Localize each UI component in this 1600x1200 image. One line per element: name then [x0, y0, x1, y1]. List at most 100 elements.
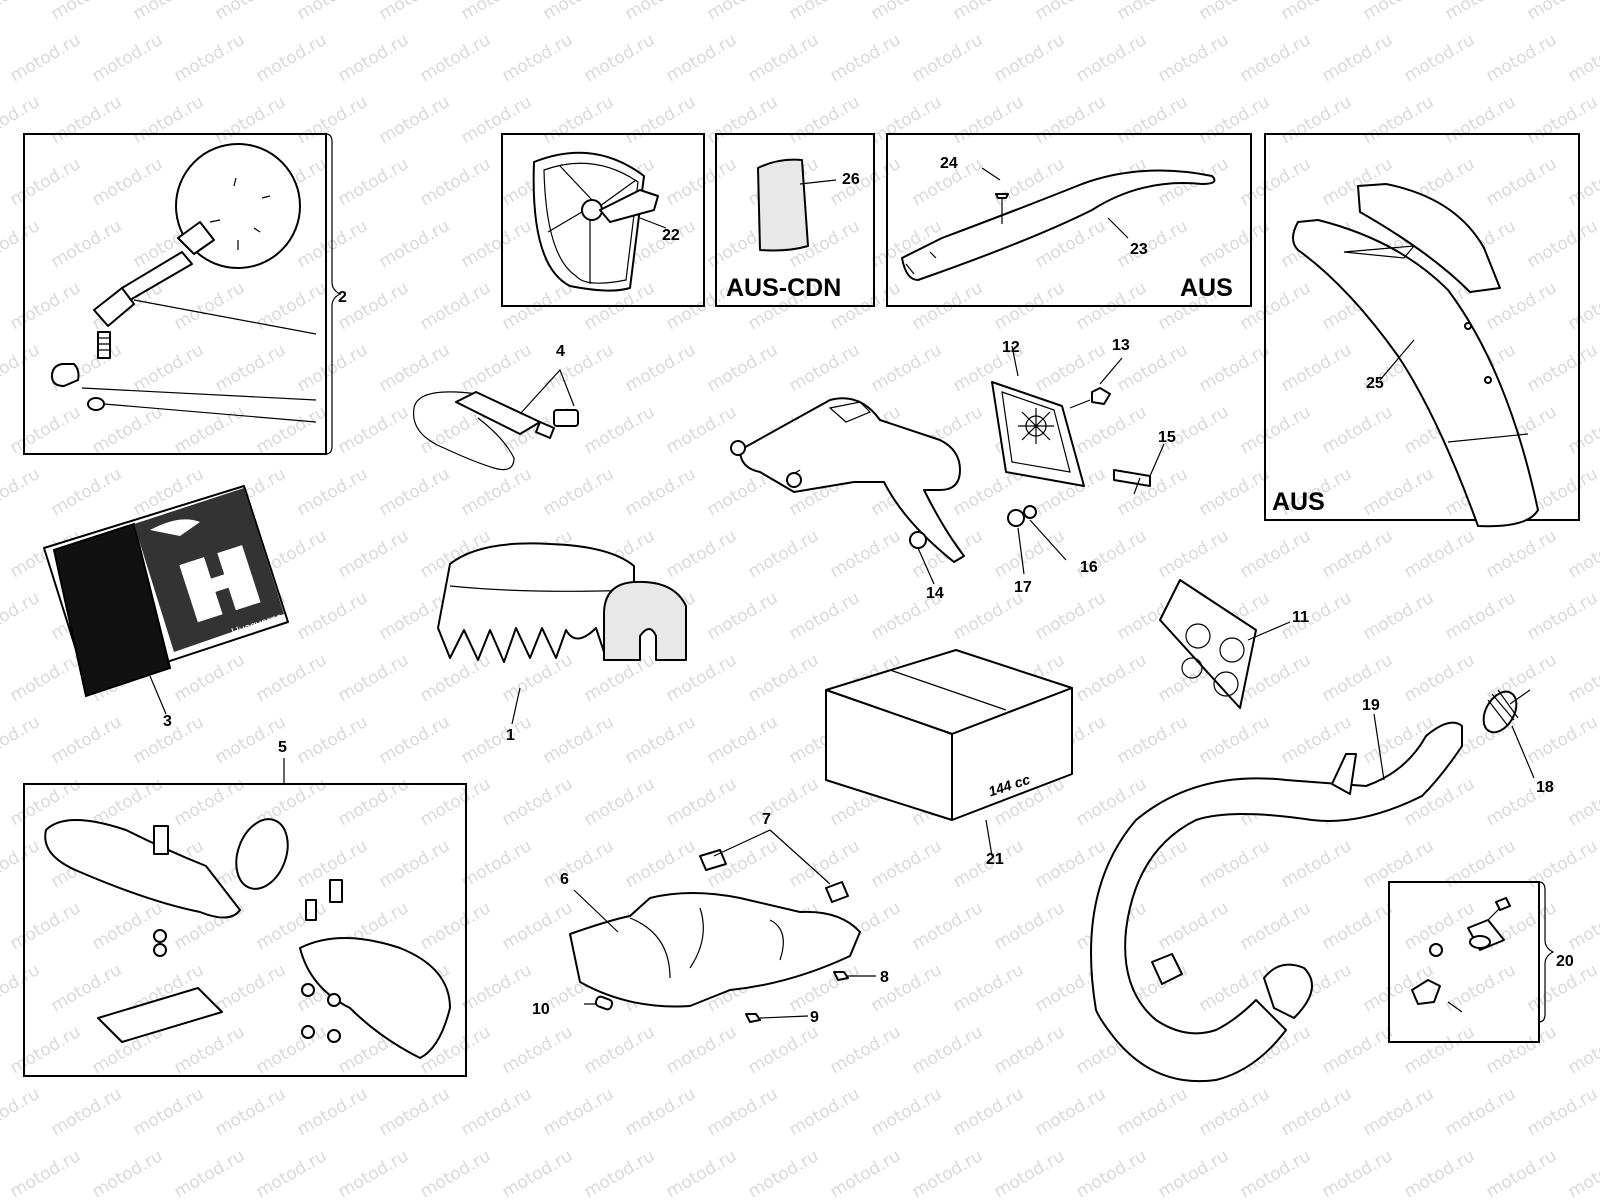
watermark-text: motod.ru: [458, 340, 536, 396]
watermark-text: motod.ru: [1360, 1084, 1438, 1140]
watermark-text: motod.ru: [0, 588, 43, 644]
watermark-text: motod.ru: [1442, 588, 1520, 644]
watermark-text: motod.ru: [1442, 1084, 1520, 1140]
clamp-kit-part: [1411, 897, 1511, 1013]
watermark-text: motod.ru: [1278, 0, 1356, 24]
watermark-text: motod.ru: [540, 712, 618, 768]
watermark-text: motod.ru: [1073, 30, 1151, 86]
callout-16: 16: [1080, 559, 1098, 576]
watermark-text: motod.ru: [48, 712, 126, 768]
callout-25: 25: [1366, 375, 1384, 392]
watermark-text: motod.ru: [827, 30, 905, 86]
callout-22: 22: [662, 227, 680, 244]
watermark-text: motod.ru: [1401, 650, 1479, 706]
watermark-text: motod.ru: [1360, 92, 1438, 148]
watermark-text: motod.ru: [1032, 1084, 1110, 1140]
watermark-text: motod.ru: [745, 526, 823, 582]
watermark-text: motod.ru: [1155, 1146, 1233, 1200]
watermark-text: motod.ru: [540, 464, 618, 520]
watermark-text: motod.ru: [1196, 464, 1274, 520]
watermark-text: motod.ru: [171, 1146, 249, 1200]
watermark-text: motod.ru: [1483, 526, 1561, 582]
watermark-text: motod.ru: [376, 0, 454, 24]
aus-cdn-tag: AUS-CDN: [726, 274, 841, 302]
watermark-text: motod.ru: [1524, 588, 1600, 644]
watermark-text: motod.ru: [89, 1146, 167, 1200]
watermark-text: motod.ru: [1319, 1022, 1397, 1078]
watermark-text: motod.ru: [335, 526, 413, 582]
watermark-text: motod.ru: [294, 1084, 372, 1140]
mirror-part: [51, 143, 317, 423]
watermark-text: motod.ru: [376, 216, 454, 272]
watermark-text: motod.ru: [335, 774, 413, 830]
watermark-text: motod.ru: [130, 1084, 208, 1140]
watermark-text: motod.ru: [1319, 1146, 1397, 1200]
watermark-text: motod.ru: [171, 650, 249, 706]
watermark-text: motod.ru: [0, 836, 43, 892]
watermark-text: motod.ru: [622, 464, 700, 520]
watermark-text: motod.ru: [499, 1146, 577, 1200]
exhaust-pipe-part: [1090, 689, 1535, 1083]
watermark-text: motod.ru: [253, 1022, 331, 1078]
watermark-text: motod.ru: [48, 92, 126, 148]
watermark-text: motod.ru: [745, 650, 823, 706]
callout-15: 15: [1158, 429, 1176, 446]
watermark-text: motod.ru: [786, 1084, 864, 1140]
watermark-text: motod.ru: [1278, 836, 1356, 892]
watermark-text: motod.ru: [827, 1022, 905, 1078]
watermark-text: motod.ru: [89, 402, 167, 458]
watermark-text: motod.ru: [212, 92, 290, 148]
license-bracket-part: [730, 345, 1165, 585]
watermark-text: motod.ru: [663, 154, 741, 210]
watermark-text: motod.ru: [1032, 0, 1110, 24]
watermark-text: motod.ru: [1442, 836, 1520, 892]
decal-sheet-part: [1159, 579, 1291, 709]
watermark-text: motod.ru: [786, 0, 864, 24]
callout-10: 10: [532, 1001, 550, 1018]
watermark-text: motod.ru: [1278, 588, 1356, 644]
watermark-text: motod.ru: [0, 92, 43, 148]
watermark-text: motod.ru: [376, 712, 454, 768]
watermark-text: motod.ru: [1483, 1022, 1561, 1078]
watermark-text: motod.ru: [253, 650, 331, 706]
watermark-text: motod.ru: [1401, 526, 1479, 582]
watermark-text: motod.ru: [1114, 1084, 1192, 1140]
watermark-text: motod.ru: [704, 340, 782, 396]
watermark-text: motod.ru: [1483, 154, 1561, 210]
watermark-text: motod.ru: [909, 1146, 987, 1200]
watermark-text: motod.ru: [89, 154, 167, 210]
watermark-text: motod.ru: [827, 154, 905, 210]
callout-3: 3: [163, 713, 172, 730]
watermark-text: motod.ru: [335, 1146, 413, 1200]
watermark-text: motod.ru: [1524, 0, 1600, 24]
hand-guard-frame: [23, 783, 467, 1077]
watermark-text: motod.ru: [1319, 650, 1397, 706]
callout-26: 26: [842, 171, 860, 188]
carton-part: [825, 649, 1073, 857]
watermark-text: motod.ru: [376, 836, 454, 892]
watermark-text: motod.ru: [1565, 30, 1600, 86]
watermark-text: motod.ru: [294, 712, 372, 768]
callout-7: 7: [762, 811, 771, 828]
watermark-text: motod.ru: [1237, 1146, 1315, 1200]
watermark-text: motod.ru: [1155, 30, 1233, 86]
watermark-text: motod.ru: [1032, 340, 1110, 396]
watermark-text: motod.ru: [1524, 712, 1600, 768]
watermark-text: motod.ru: [171, 30, 249, 86]
watermark-text: motod.ru: [7, 1146, 85, 1200]
callout-5: 5: [278, 739, 287, 756]
watermark-text: motod.ru: [1360, 588, 1438, 644]
watermark-text: motod.ru: [827, 1146, 905, 1200]
watermark-text: motod.ru: [581, 402, 659, 458]
callout-18: 18: [1536, 779, 1554, 796]
watermark-text: motod.ru: [376, 1084, 454, 1140]
watermark-text: motod.ru: [1442, 92, 1520, 148]
watermark-text: motod.ru: [1278, 92, 1356, 148]
watermark-text: motod.ru: [1401, 1146, 1479, 1200]
watermark-text: motod.ru: [417, 154, 495, 210]
watermark-text: motod.ru: [827, 526, 905, 582]
callout-12: 12: [1002, 339, 1020, 356]
watermark-text: motod.ru: [499, 898, 577, 954]
callout-1: 1: [506, 727, 515, 744]
watermark-text: motod.ru: [1196, 340, 1274, 396]
